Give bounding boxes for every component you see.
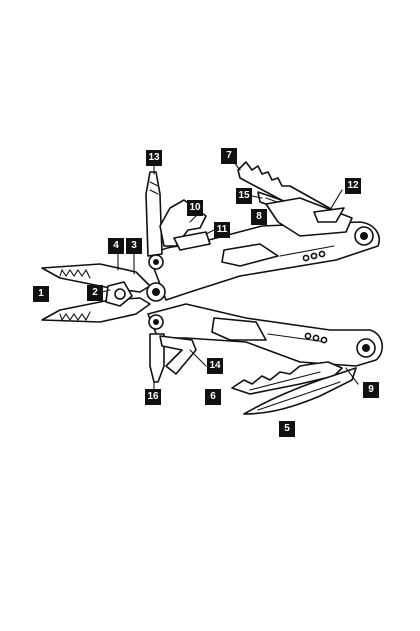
callout-16: 16 <box>145 389 161 405</box>
callout-4: 4 <box>108 238 124 254</box>
callout-15: 15 <box>236 188 252 204</box>
serrated-blade <box>231 361 343 395</box>
scissor-tool <box>159 335 197 375</box>
lower-handle <box>147 303 383 367</box>
callout-1: 1 <box>33 286 49 302</box>
screwdriver-bit <box>145 171 163 257</box>
callout-3: 3 <box>126 238 142 254</box>
callout-6: 6 <box>205 389 221 405</box>
pliers-jaws <box>41 254 166 330</box>
callout-5: 5 <box>279 421 295 437</box>
callout-2: 2 <box>87 285 103 301</box>
leader-lines <box>101 161 359 391</box>
plain-blade <box>243 367 357 415</box>
callout-12: 12 <box>345 178 361 194</box>
callout-13: 13 <box>146 150 162 166</box>
callout-8: 8 <box>251 209 267 225</box>
callout-11: 11 <box>214 222 230 238</box>
callout-7: 7 <box>221 148 237 164</box>
callout-14: 14 <box>207 358 223 374</box>
callout-10: 10 <box>187 200 203 216</box>
awl <box>149 333 165 383</box>
callout-9: 9 <box>363 382 379 398</box>
